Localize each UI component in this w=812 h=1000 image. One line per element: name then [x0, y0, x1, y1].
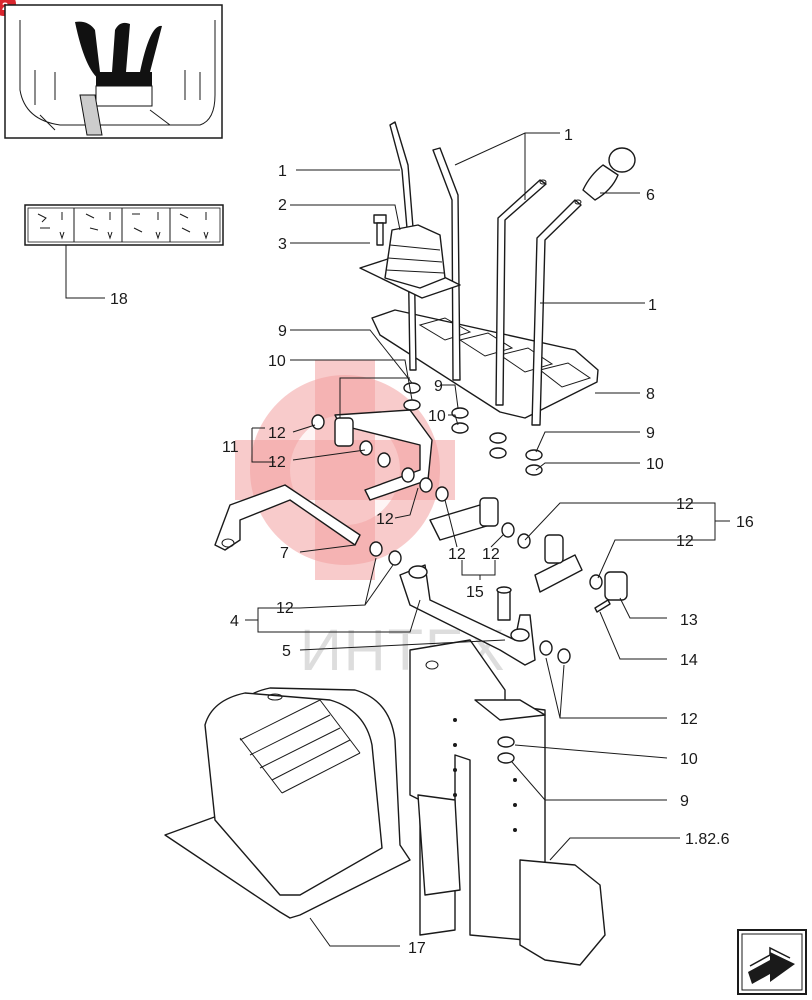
callout-1c: 1: [648, 297, 657, 314]
callout-4: 4: [230, 613, 239, 630]
callout-12b: 12: [268, 454, 286, 471]
callout-15: 15: [466, 584, 484, 601]
callout-9b: 9: [434, 378, 443, 395]
callout-3: 3: [278, 236, 287, 253]
cross-shaft: [214, 484, 361, 551]
callout-9c: 9: [646, 425, 655, 442]
callout-12d: 12: [676, 496, 694, 513]
callout-2: 2: [278, 197, 287, 214]
callout-1b: 1: [564, 127, 573, 144]
callout-10d: 10: [680, 751, 698, 768]
control-levers: [389, 121, 582, 426]
callout-17: 17: [408, 940, 426, 957]
callout-1a: 1: [278, 163, 287, 180]
lever-housing-cover: [164, 687, 411, 919]
callout-12f: 12: [448, 546, 466, 563]
callout-9a: 9: [278, 323, 287, 340]
support-frame: [409, 639, 606, 966]
callout-6: 6: [646, 187, 655, 204]
washers-and-bushings: [311, 382, 611, 764]
callout-5: 5: [282, 643, 291, 660]
callout-12h: 12: [276, 600, 294, 617]
callout-13: 13: [680, 612, 698, 629]
callout-10b: 10: [428, 408, 446, 425]
control-pattern-decal: [24, 204, 224, 246]
callout-11: 11: [222, 439, 239, 456]
next-page-button[interactable]: [737, 929, 807, 995]
callout-14: 14: [680, 652, 698, 669]
callout-10c: 10: [646, 456, 664, 473]
callout-16: 16: [736, 514, 754, 531]
callout-12a: 12: [268, 425, 286, 442]
callout-9d: 9: [680, 793, 689, 810]
callout-ref-1-82-6: 1.82.6: [685, 831, 730, 848]
bolt: [373, 214, 387, 246]
lever-knob: [582, 147, 636, 201]
callout-12i: 12: [680, 711, 698, 728]
callout-12c: 12: [376, 511, 394, 528]
callout-10a: 10: [268, 353, 286, 370]
callout-18: 18: [110, 291, 128, 308]
callout-8: 8: [646, 386, 655, 403]
rubber-boot: [359, 224, 461, 299]
cab-overview-thumbnail: [4, 4, 223, 139]
callout-7: 7: [280, 545, 289, 562]
callout-12g: 12: [482, 546, 500, 563]
callout-labels: 1 1 1 2 3 6 18 9 10 8 9 10 9 10 11 12 12…: [110, 127, 754, 957]
leader-lines: [65, 132, 730, 947]
callout-12e: 12: [676, 533, 694, 550]
next-page-arrow-icon: [748, 946, 795, 984]
